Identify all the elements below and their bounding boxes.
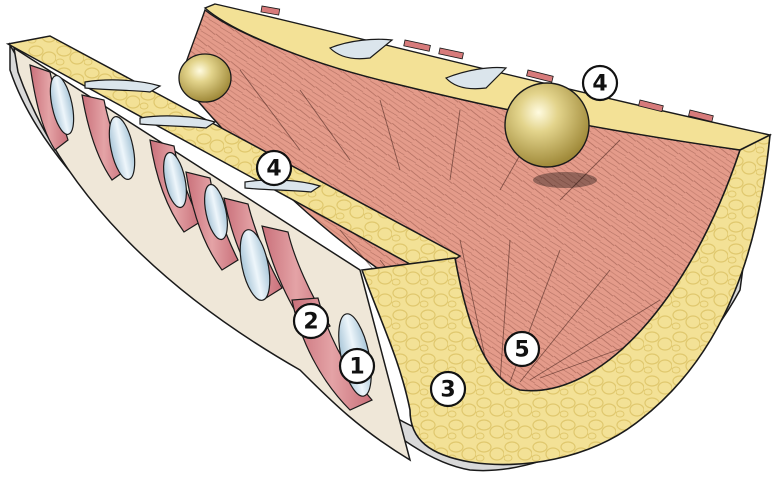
callout-4a-label: 4 [266, 157, 281, 182]
callout-3-label: 3 [440, 378, 455, 403]
callout-1: 1 [340, 349, 374, 383]
callout-5-label: 5 [514, 338, 529, 363]
callout-4a: 4 [257, 151, 291, 185]
callout-1-label: 1 [349, 355, 364, 380]
callout-2-label: 2 [303, 310, 318, 335]
callout-2: 2 [294, 304, 328, 338]
callout-5: 5 [505, 332, 539, 366]
callout-3: 3 [431, 372, 465, 406]
callout-4b: 4 [583, 66, 617, 100]
gland-large [505, 83, 589, 167]
callout-4b-label: 4 [592, 72, 607, 97]
gland-small [179, 54, 231, 102]
